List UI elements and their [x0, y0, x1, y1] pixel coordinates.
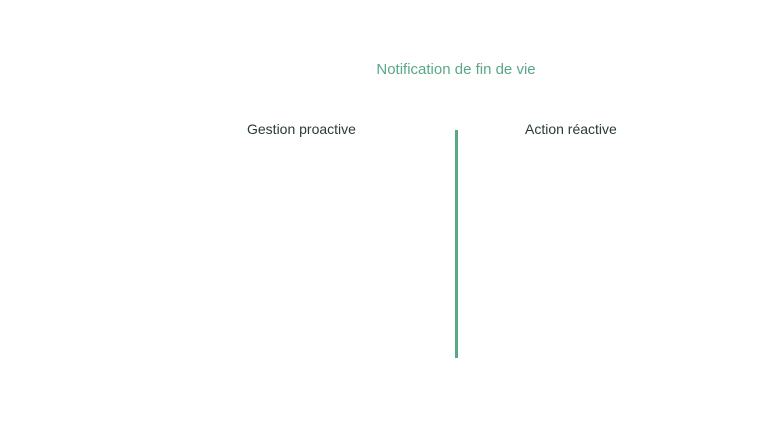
diagram-title: Notification de fin de vie [376, 61, 536, 78]
left-column-label: Gestion proactive [247, 121, 356, 137]
center-divider-line [455, 130, 458, 358]
right-column-label: Action réactive [525, 121, 617, 137]
